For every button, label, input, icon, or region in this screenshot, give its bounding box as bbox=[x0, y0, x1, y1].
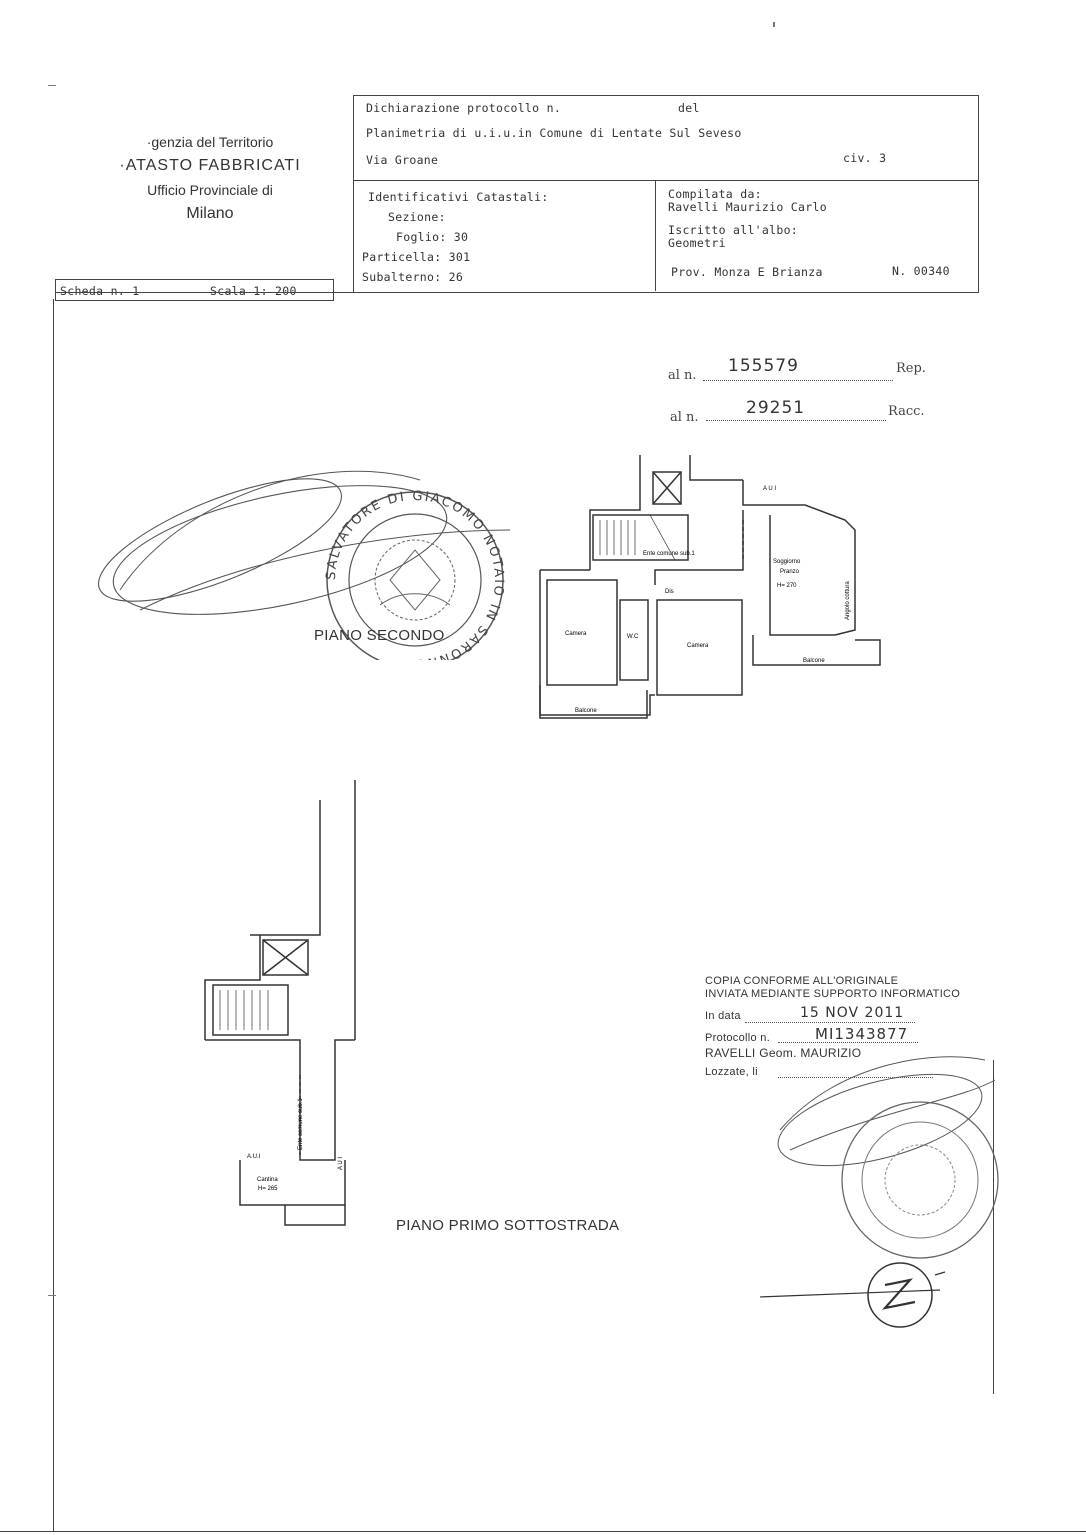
agency-line-4: Milano bbox=[186, 205, 234, 222]
copy-stamp-protocol-line bbox=[778, 1042, 918, 1043]
upper-room-wc: W.C bbox=[627, 634, 639, 640]
upper-room-balcone-2: Balcone bbox=[803, 658, 825, 664]
compiler-province: Prov. Monza E Brianza bbox=[671, 265, 823, 279]
frame-right bbox=[993, 1060, 994, 1394]
upper-room-pranzo: Pranzo bbox=[780, 569, 800, 575]
lower-room-height: H= 265 bbox=[258, 1186, 278, 1192]
declaration-date-label: del bbox=[678, 101, 700, 115]
north-arrow-icon bbox=[760, 1262, 946, 1328]
copy-stamp-date-label: In data bbox=[705, 1010, 741, 1022]
racc-prefix: al n. bbox=[670, 410, 699, 425]
copy-stamp-place-line bbox=[778, 1077, 933, 1078]
civic-number: civ. 3 bbox=[843, 151, 887, 165]
rep-suffix: Rep. bbox=[896, 361, 926, 376]
frame-bottom bbox=[0, 1531, 1086, 1532]
identifier-subalterno: Subalterno: 26 bbox=[362, 270, 464, 284]
header-column-divider bbox=[655, 180, 656, 291]
compiler-registered: Iscritto all'albo: bbox=[668, 223, 799, 237]
lower-room-aui: A.U.I bbox=[247, 1154, 261, 1160]
upper-room-angolo: Angolo cottura bbox=[845, 581, 851, 620]
certified-seal-and-signature bbox=[760, 1056, 999, 1328]
scan-mark bbox=[48, 85, 56, 86]
lower-plan-title: PIANO PRIMO SOTTOSTRADA bbox=[396, 1217, 620, 1234]
upper-room-dis: Dis bbox=[665, 589, 674, 595]
compiler-title: Compilata da: bbox=[668, 187, 762, 201]
upper-floor-plan: A U I Ente comune sub.1 Soggiorno Pranzo… bbox=[539, 455, 881, 719]
copy-stamp-date-value: 15 NOV 2011 bbox=[800, 1005, 905, 1021]
rep-dotted-line bbox=[703, 380, 893, 381]
copy-stamp-place-label: Lozzate, li bbox=[705, 1066, 758, 1078]
identifiers-title: Identificativi Catastali: bbox=[368, 190, 549, 204]
compiler-number: N. 00340 bbox=[892, 264, 950, 278]
agency-line-3: Ufficio Provinciale di bbox=[147, 182, 273, 198]
identifier-particella: Particella: 301 bbox=[362, 250, 471, 264]
copy-stamp-line-1: COPIA CONFORME ALL'ORIGINALE bbox=[705, 975, 899, 987]
notary-seal-and-signature: SALVATORE DI GIACOMO NOTAIO IN SARONNO bbox=[97, 470, 511, 660]
upper-plan-title: PIANO SECONDO bbox=[314, 627, 445, 644]
copy-stamp-protocol-value: MI1343877 bbox=[815, 1025, 909, 1043]
upper-room-camera-1: Camera bbox=[565, 631, 587, 637]
upper-room-camera-2: Camera bbox=[687, 643, 709, 649]
racc-suffix: Racc. bbox=[888, 404, 925, 419]
copy-stamp-signer: RAVELLI Geom. MAURIZIO bbox=[705, 1046, 862, 1060]
planimetry-label: Planimetria di u.i.u.in Comune di Lentat… bbox=[366, 126, 742, 140]
identifier-sezione: Sezione: bbox=[388, 210, 446, 224]
agency-line-1: ·genzia del Territorio bbox=[146, 134, 274, 150]
racc-dotted-line bbox=[706, 420, 886, 421]
upper-room-height: H= 270 bbox=[777, 583, 797, 589]
lower-floor-plan: Ente comune sub.1 A.U.I A U I Cantina H=… bbox=[204, 780, 356, 1226]
address-label: Via Groane bbox=[366, 153, 439, 167]
upper-room-aui: A U I bbox=[763, 486, 776, 492]
scan-mark bbox=[48, 1295, 56, 1296]
upper-room-balcone-1: Balcone bbox=[575, 708, 597, 714]
sheet-scale: Scala 1: 200 bbox=[210, 284, 297, 298]
compiler-profession: Geometri bbox=[668, 236, 726, 250]
lower-room-cantina: Cantina bbox=[257, 1177, 278, 1183]
rep-number: 155579 bbox=[728, 356, 799, 376]
declaration-label: Dichiarazione protocollo n. bbox=[366, 101, 562, 115]
compiler-name: Ravelli Maurizio Carlo bbox=[668, 200, 827, 214]
sheet-number: Scheda n. 1 bbox=[60, 284, 140, 298]
upper-room-ente: Ente comune sub.1 bbox=[643, 551, 695, 557]
certified-copy-stamp: COPIA CONFORME ALL'ORIGINALE INVIATA MED… bbox=[705, 975, 965, 1001]
agency-heading: ·genzia del Territorio ·ATASTO FABBRICAT… bbox=[95, 130, 325, 226]
scan-mark bbox=[773, 22, 775, 27]
rep-prefix: al n. bbox=[668, 368, 697, 383]
sheet-label-box bbox=[55, 279, 334, 301]
upper-room-soggiorno: Soggiorno bbox=[773, 559, 801, 565]
header-divider bbox=[353, 180, 978, 181]
frame-top bbox=[55, 292, 978, 293]
lower-room-ente: Ente comune sub.1 bbox=[298, 1098, 304, 1150]
frame-left bbox=[53, 299, 54, 1531]
identifier-foglio: Foglio: 30 bbox=[396, 230, 469, 244]
agency-line-2: ·ATASTO FABBRICATI bbox=[119, 157, 301, 174]
lower-room-aui-2: A U I bbox=[338, 1157, 344, 1170]
copy-stamp-line-2: INVIATA MEDIANTE SUPPORTO INFORMATICO bbox=[705, 988, 961, 1000]
racc-number: 29251 bbox=[746, 398, 806, 418]
copy-stamp-date-line bbox=[745, 1022, 915, 1023]
copy-stamp-protocol-label: Protocollo n. bbox=[705, 1032, 771, 1044]
